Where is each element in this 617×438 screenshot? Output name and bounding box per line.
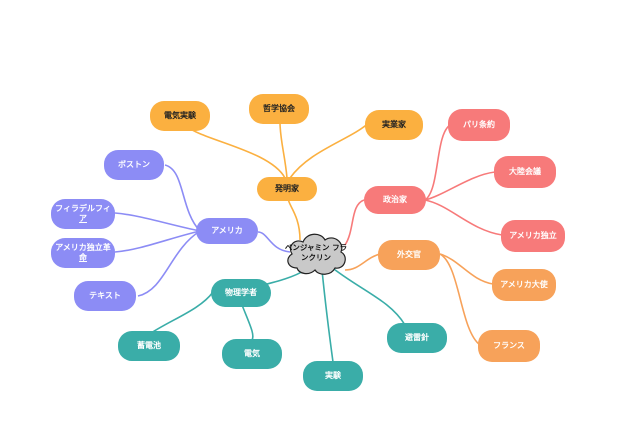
- edge-center-politician: [344, 199, 365, 246]
- node-physicist[interactable]: 物理学者: [211, 279, 271, 307]
- node-ambassador-label: アメリカ大使: [500, 280, 548, 289]
- node-battery[interactable]: 蓄電池: [118, 331, 180, 361]
- node-businessman[interactable]: 実業家: [365, 110, 423, 140]
- node-paris-treaty[interactable]: パリ条約: [448, 109, 510, 141]
- edge-physicist-battery: [147, 291, 214, 336]
- node-diplomat[interactable]: 外交官: [378, 240, 440, 270]
- node-lightning-rod-label: 避雷針: [405, 333, 429, 342]
- node-philadelphia-label-line-1: フィラデルフィ: [55, 204, 111, 213]
- central-topic-line-1: ベンジャミン: [284, 243, 330, 252]
- node-electric-experiment-label: 電気実験: [164, 111, 196, 120]
- node-electric-experiment[interactable]: 電気実験: [150, 101, 210, 131]
- node-electricity[interactable]: 電気: [222, 339, 282, 369]
- edge-physicist-electricity: [241, 304, 254, 341]
- central-topic-label: ベンジャミン フランクリン: [283, 230, 349, 276]
- node-businessman-label: 実業家: [382, 120, 406, 129]
- node-boston[interactable]: ボストン: [104, 150, 164, 180]
- node-politician-label: 政治家: [383, 195, 407, 204]
- cloud-shape: [287, 233, 346, 275]
- node-boston-label: ボストン: [118, 160, 150, 169]
- node-continental-congress[interactable]: 大陸会議: [494, 156, 556, 188]
- diplomat-connectors: [344, 253, 494, 346]
- node-philosophy-society-label: 哲学協会: [263, 104, 295, 113]
- central-topic[interactable]: ベンジャミン フランクリン: [283, 230, 349, 276]
- edge-america-philadelphia: [114, 212, 201, 232]
- edge-politician-congress: [424, 171, 496, 201]
- edge-center-america: [257, 231, 291, 253]
- node-electricity-label: 電気: [244, 349, 260, 358]
- edge-diplomat-ambassador: [439, 253, 494, 285]
- edge-center-diplomat: [344, 253, 381, 271]
- america-connectors: [114, 164, 291, 297]
- node-physicist-label: 物理学者: [225, 288, 257, 297]
- edge-america-revolution: [114, 230, 201, 253]
- edge-inventor-philosophy: [279, 121, 288, 179]
- edge-america-text: [137, 230, 201, 297]
- node-battery-label: 蓄電池: [137, 341, 161, 350]
- node-inventor[interactable]: 発明家: [257, 177, 317, 201]
- node-philadelphia[interactable]: フィラデルフィ ア: [51, 199, 115, 229]
- edge-inventor-businessman: [289, 121, 371, 179]
- node-american-independence-label: アメリカ独立: [509, 231, 557, 240]
- node-america[interactable]: アメリカ: [196, 218, 258, 244]
- node-philadelphia-label-line-2: ア: [79, 214, 87, 223]
- node-american-revolution-label-line-2: 命: [78, 253, 87, 262]
- edge-center-lightning-rod: [329, 265, 406, 326]
- node-experiment-label: 実験: [325, 371, 341, 380]
- edge-politician-independence: [424, 199, 503, 236]
- node-inventor-label: 発明家: [275, 184, 299, 193]
- node-text[interactable]: テキスト: [74, 281, 136, 311]
- central-topic-line-2: フランクリン: [301, 243, 348, 262]
- node-philosophy-society[interactable]: 哲学協会: [249, 94, 309, 124]
- node-ambassador[interactable]: アメリカ大使: [492, 269, 556, 301]
- node-experiment[interactable]: 実験: [303, 361, 363, 391]
- node-paris-treaty-label: パリ条約: [463, 120, 495, 129]
- node-american-independence[interactable]: アメリカ独立: [501, 220, 565, 252]
- edge-diplomat-france: [439, 253, 481, 346]
- node-america-label: アメリカ: [211, 226, 243, 235]
- node-diplomat-label: 外交官: [397, 250, 421, 259]
- edge-politician-paris: [424, 124, 451, 201]
- node-france-label: フランス: [493, 341, 525, 350]
- edge-center-experiment: [321, 269, 334, 363]
- edge-inventor-electric-experiment: [184, 124, 286, 179]
- edge-america-boston: [164, 164, 201, 232]
- node-france[interactable]: フランス: [478, 330, 540, 362]
- node-text-label: テキスト: [89, 291, 121, 300]
- politician-connectors: [344, 124, 503, 246]
- node-lightning-rod[interactable]: 避雷針: [387, 323, 447, 353]
- node-continental-congress-label: 大陸会議: [509, 167, 541, 176]
- node-american-revolution-label-line-1: アメリカ独立革: [55, 243, 111, 252]
- node-politician[interactable]: 政治家: [364, 186, 426, 214]
- node-american-revolution[interactable]: アメリカ独立革 命: [51, 238, 115, 268]
